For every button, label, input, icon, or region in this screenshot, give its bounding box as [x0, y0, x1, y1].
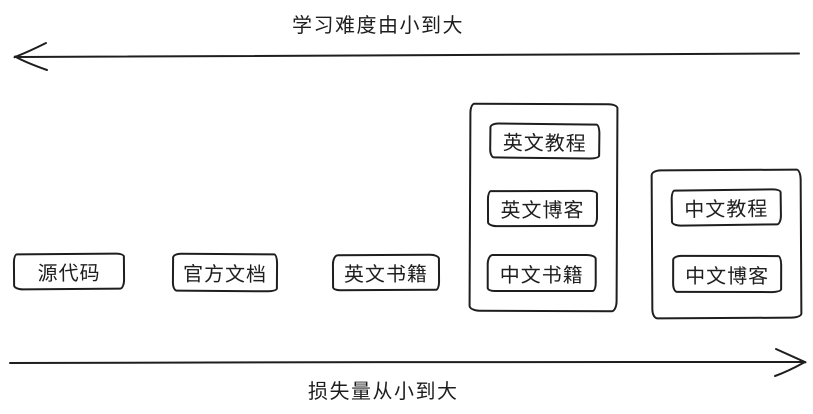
- node-label: 英文博客: [500, 199, 585, 223]
- node-label: 中文教程: [684, 198, 769, 222]
- node-official-docs: 官方文档: [171, 252, 279, 293]
- right-arrow-icon: [9, 348, 807, 377]
- node-label: 中文书籍: [499, 264, 584, 287]
- node-source-code: 源代码: [12, 252, 126, 291]
- node-label: 英文书籍: [343, 263, 429, 287]
- left-arrow-icon: [13, 42, 800, 71]
- node-label: 官方文档: [182, 263, 268, 287]
- node-label: 源代码: [37, 262, 101, 286]
- node-english-books: 英文书籍: [331, 253, 441, 292]
- node-chinese-blogs: 中文博客: [672, 254, 783, 294]
- node-english-blogs: 英文博客: [486, 189, 599, 228]
- node-label: 中文博客: [685, 265, 770, 288]
- node-english-tutorials: 英文教程: [489, 122, 601, 160]
- node-chinese-books: 中文书籍: [486, 253, 597, 293]
- node-label: 英文教程: [502, 132, 587, 155]
- top-axis-label: 学习难度由小到大: [292, 15, 464, 37]
- bottom-axis-label: 损失量从小到大: [308, 381, 459, 403]
- group-english-resources: 英文教程 英文博客 中文书籍: [468, 102, 619, 313]
- group-chinese-resources: 中文教程 中文博客: [650, 168, 803, 320]
- node-chinese-tutorials: 中文教程: [670, 188, 783, 227]
